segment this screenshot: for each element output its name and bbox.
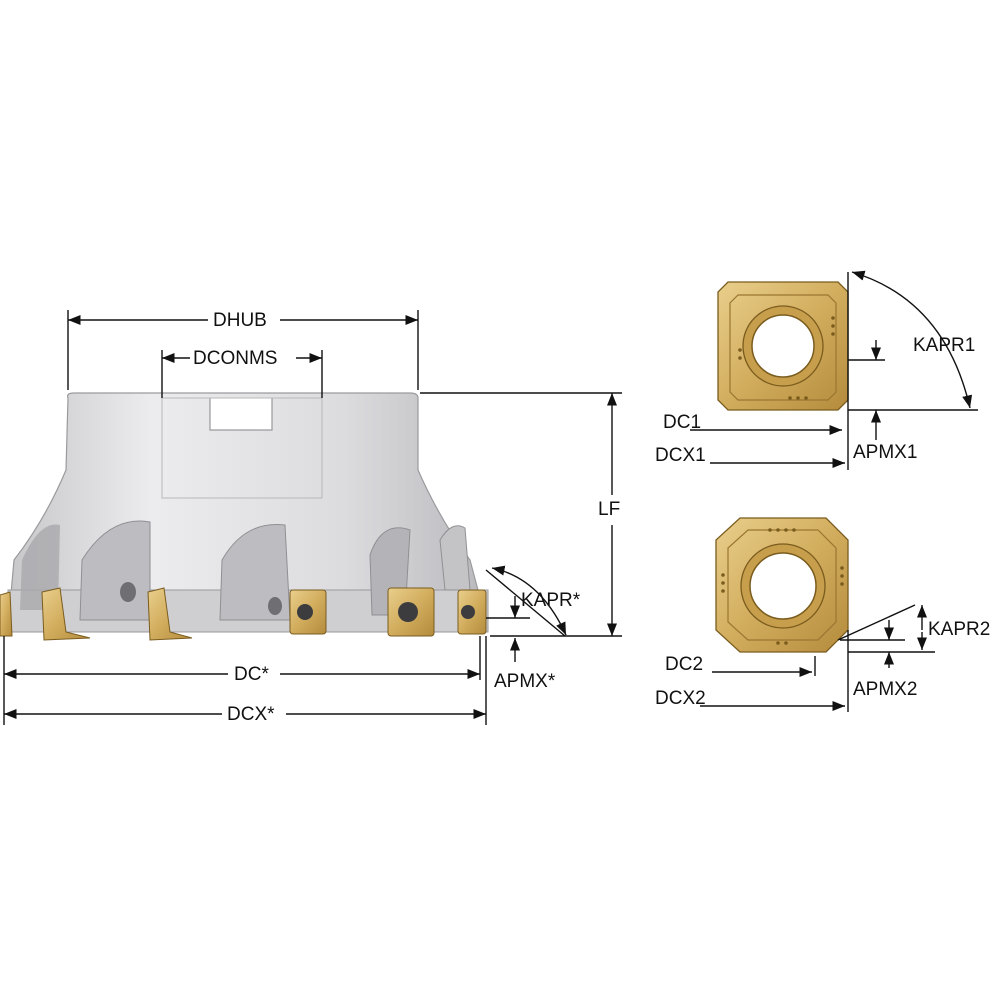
insert [41, 587, 91, 641]
dc1-label: DC1 [663, 412, 702, 433]
chip-pocket [20, 524, 60, 610]
insert [0, 591, 13, 637]
dc2-label: DC2 [665, 654, 704, 675]
chip-pocket [219, 523, 291, 621]
dc-label: DC* [234, 664, 269, 685]
kapr2-label: KAPR2 [928, 619, 991, 640]
kapr1-label: KAPR1 [913, 335, 976, 356]
dcx-label: DCX* [227, 704, 275, 725]
square-insert-icon [717, 281, 849, 411]
drive-slot [209, 398, 273, 431]
chip-pocket [439, 525, 471, 591]
dcx1-label: DCX1 [655, 445, 706, 466]
cutter-dimensions [3, 310, 622, 725]
dconms-label: DCONMS [193, 348, 278, 369]
apmx1-label: APMX1 [853, 442, 918, 463]
dhub-label: DHUB [213, 310, 267, 331]
insert2-dimensions [700, 604, 935, 712]
apmx-label: APMX* [494, 671, 556, 692]
apmx2-label: APMX2 [853, 679, 918, 700]
face-mill-cutter-icon [0, 392, 489, 641]
kapr-label: KAPR* [521, 590, 581, 611]
lf-label: LF [598, 499, 621, 520]
dcx2-label: DCX2 [655, 688, 706, 709]
insert1-dimensions [690, 270, 978, 470]
octagonal-insert-icon [715, 517, 849, 653]
insert [147, 587, 193, 641]
